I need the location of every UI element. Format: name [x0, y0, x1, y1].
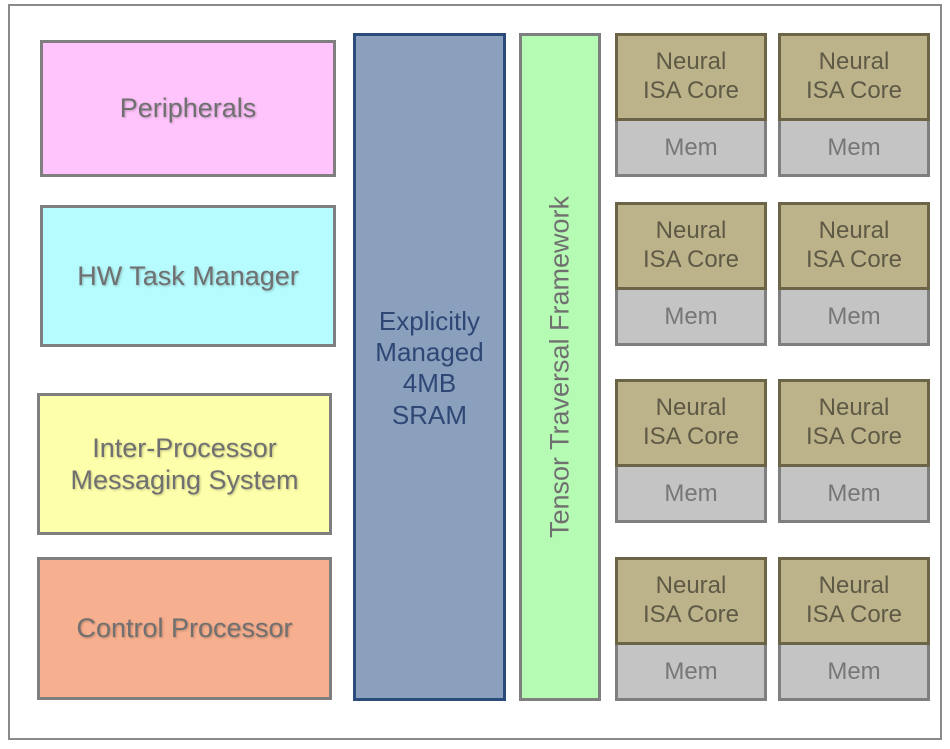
core-memory: Mem	[615, 645, 767, 701]
core-memory: Mem	[778, 467, 930, 523]
neural-isa-core: Neural ISA Core	[615, 557, 767, 645]
core-unit: Neural ISA Core Mem	[615, 379, 767, 523]
tensor-traversal-framework-label: Tensor Traversal Framework	[544, 195, 575, 539]
neural-isa-core: Neural ISA Core	[615, 379, 767, 467]
core-unit: Neural ISA Core Mem	[778, 202, 930, 346]
core-unit: Neural ISA Core Mem	[778, 557, 930, 701]
core-unit: Neural ISA Core Mem	[778, 33, 930, 177]
inter-processor-messaging-block: Inter-Processor Messaging System	[37, 393, 332, 535]
neural-isa-core: Neural ISA Core	[615, 202, 767, 290]
core-memory: Mem	[615, 121, 767, 177]
neural-isa-core: Neural ISA Core	[778, 33, 930, 121]
neural-isa-core: Neural ISA Core	[778, 557, 930, 645]
core-unit: Neural ISA Core Mem	[615, 557, 767, 701]
hw-task-manager-block: HW Task Manager	[40, 205, 336, 347]
neural-isa-core: Neural ISA Core	[778, 202, 930, 290]
core-memory: Mem	[778, 290, 930, 346]
core-memory: Mem	[778, 121, 930, 177]
core-memory: Mem	[615, 467, 767, 523]
neural-isa-core: Neural ISA Core	[778, 379, 930, 467]
sram-block: Explicitly Managed 4MB SRAM	[353, 33, 506, 701]
tensor-traversal-framework-block: Tensor Traversal Framework	[519, 33, 601, 701]
peripherals-block: Peripherals	[40, 40, 336, 177]
neural-isa-core: Neural ISA Core	[615, 33, 767, 121]
core-memory: Mem	[615, 290, 767, 346]
control-processor-block: Control Processor	[37, 557, 332, 700]
core-memory: Mem	[778, 645, 930, 701]
core-unit: Neural ISA Core Mem	[778, 379, 930, 523]
core-unit: Neural ISA Core Mem	[615, 202, 767, 346]
core-unit: Neural ISA Core Mem	[615, 33, 767, 177]
